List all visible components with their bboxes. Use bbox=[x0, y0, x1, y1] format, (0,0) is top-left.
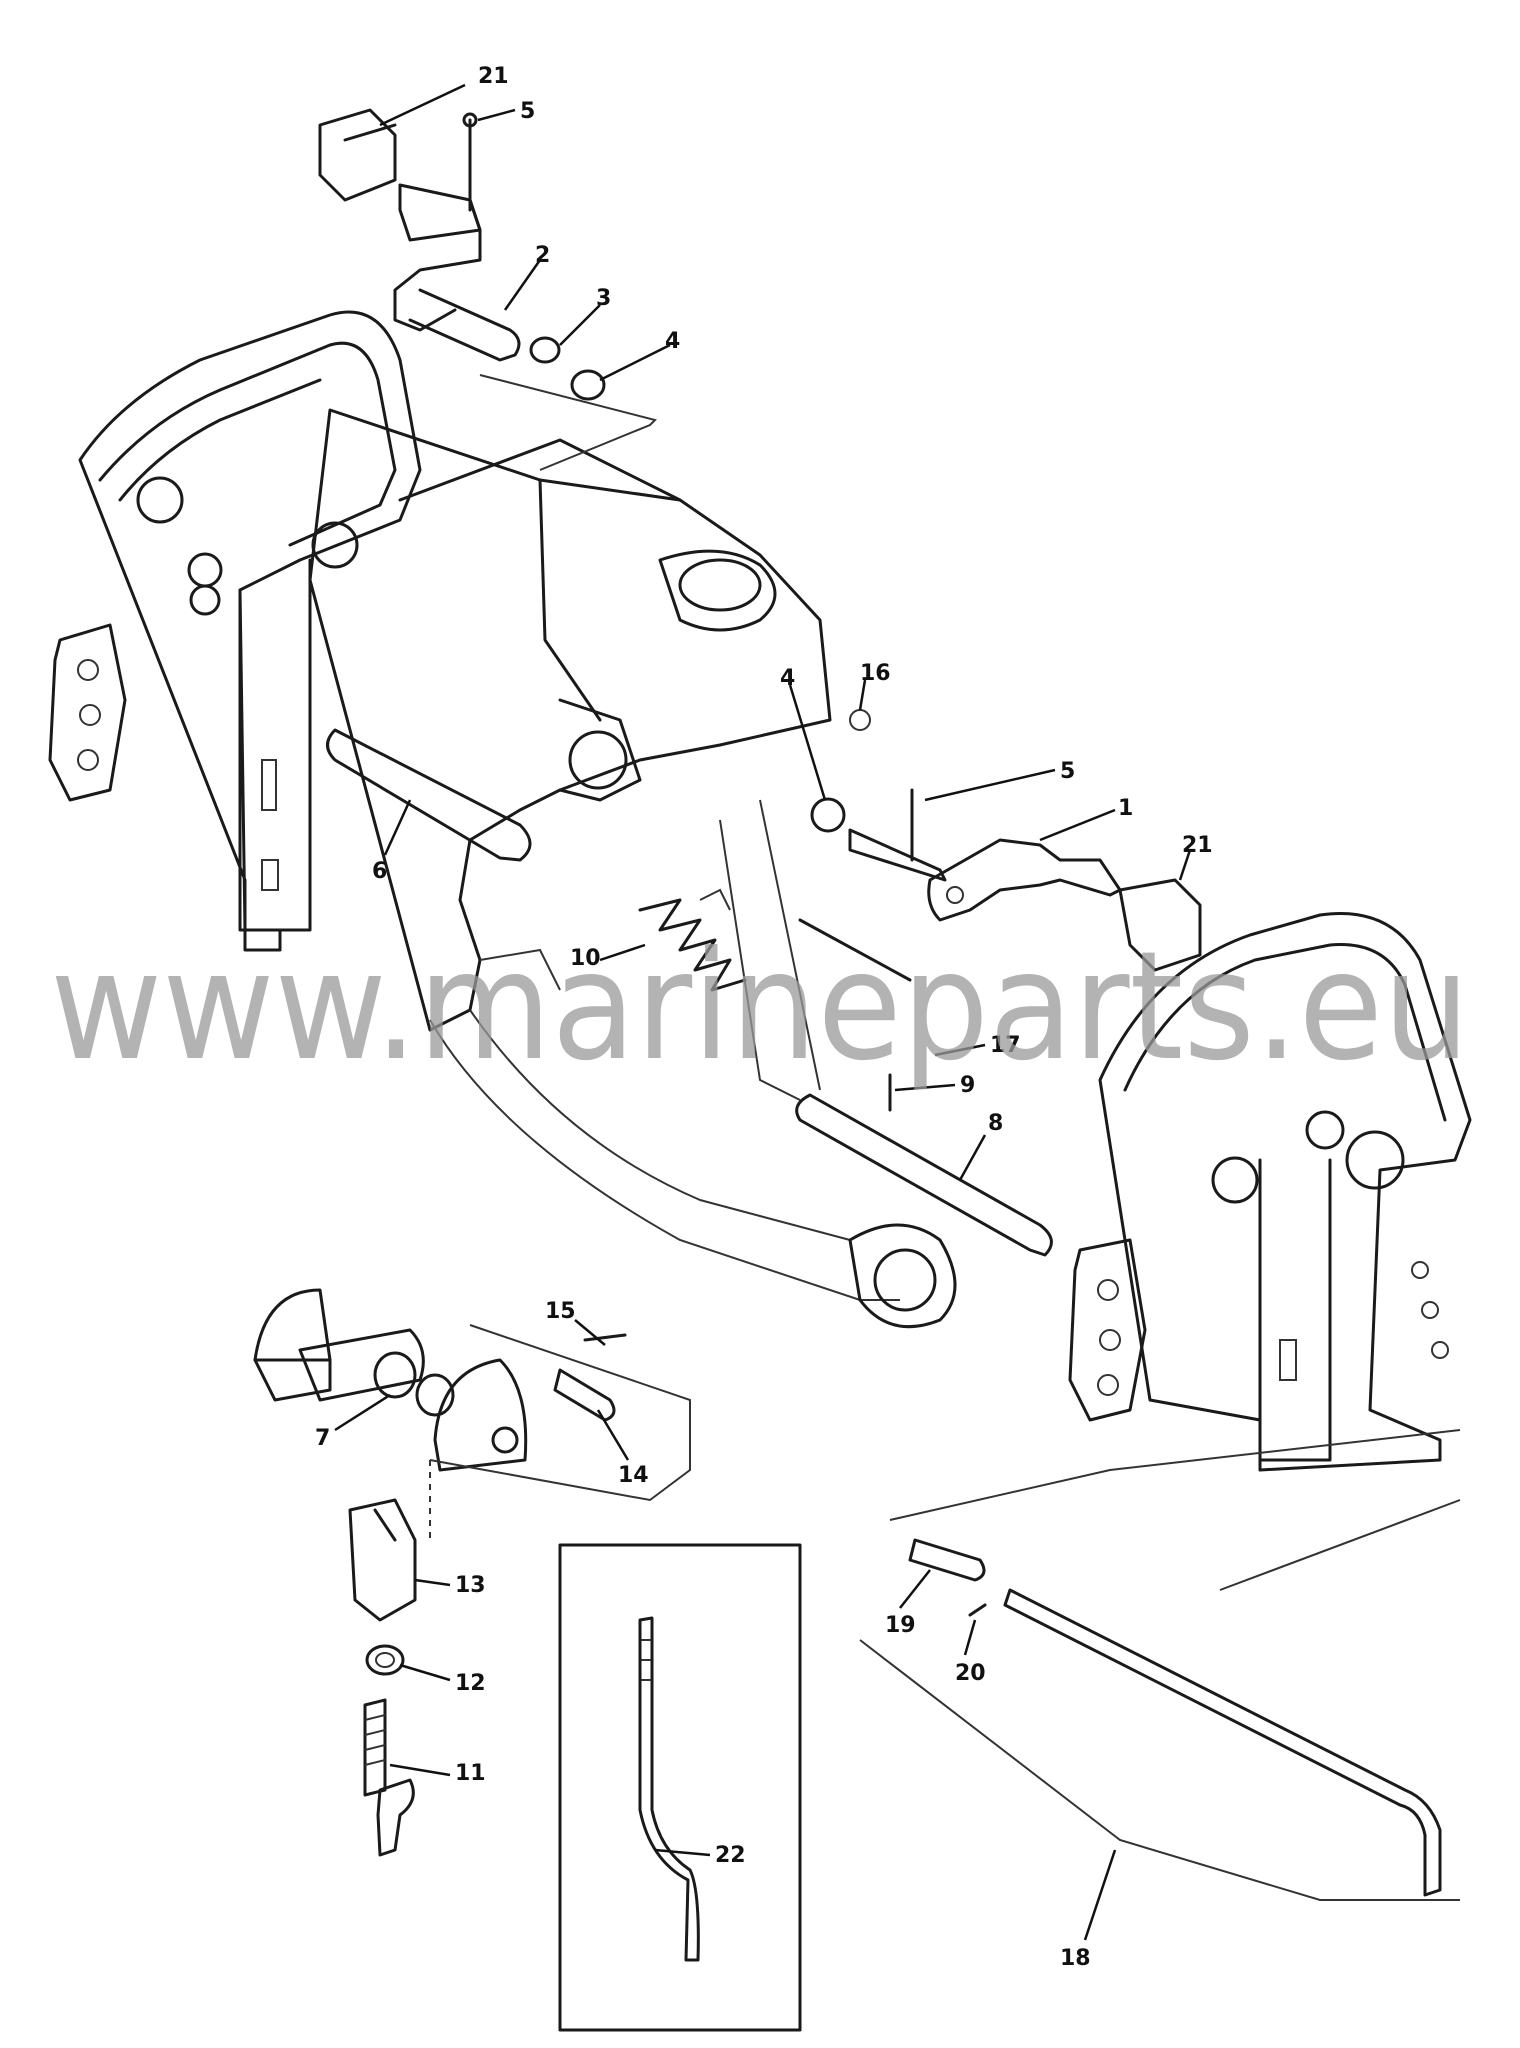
callout-17: 17 bbox=[990, 1033, 1021, 1058]
callout-21-top: 21 bbox=[478, 64, 509, 89]
cam-assembly bbox=[253, 1288, 691, 1540]
callout-14: 14 bbox=[618, 1463, 649, 1488]
callout-10: 10 bbox=[570, 946, 601, 971]
lever-assembly-right bbox=[810, 709, 1202, 972]
callout-20: 20 bbox=[955, 1661, 986, 1686]
callout-21-right: 21 bbox=[1182, 833, 1213, 858]
callout-19: 19 bbox=[885, 1613, 916, 1638]
callout-labels: 21 5 2 3 4 4 16 5 1 21 6 10 17 9 8 15 7 … bbox=[315, 64, 1213, 1971]
callout-13: 13 bbox=[455, 1573, 486, 1598]
callout-leaders bbox=[334, 83, 1192, 1941]
callout-4-right: 4 bbox=[780, 666, 795, 691]
spring-10 bbox=[638, 888, 912, 1112]
callout-9: 9 bbox=[960, 1073, 975, 1098]
callout-4-top: 4 bbox=[665, 329, 680, 354]
callout-3: 3 bbox=[596, 286, 611, 311]
callout-5-right: 5 bbox=[1060, 759, 1075, 784]
callout-11: 11 bbox=[455, 1761, 486, 1786]
callout-15: 15 bbox=[545, 1299, 576, 1324]
left-clamp-bracket bbox=[48, 310, 422, 952]
callout-5-top: 5 bbox=[520, 99, 535, 124]
swivel-bracket bbox=[308, 408, 957, 1329]
lever-assembly-top bbox=[318, 108, 657, 471]
right-clamp-bracket bbox=[1068, 911, 1472, 1472]
callout-1: 1 bbox=[1118, 796, 1133, 821]
pivot-pin-6 bbox=[326, 728, 532, 862]
callout-8: 8 bbox=[988, 1111, 1003, 1136]
lock-stack bbox=[348, 1498, 417, 1857]
callout-2: 2 bbox=[535, 243, 550, 268]
watermark-text: www.marineparts.eu bbox=[50, 920, 1470, 1094]
inset-part-22 bbox=[558, 1543, 802, 2032]
callout-7: 7 bbox=[315, 1426, 330, 1451]
callout-22: 22 bbox=[715, 1843, 746, 1868]
callout-18: 18 bbox=[1060, 1946, 1091, 1971]
callout-6: 6 bbox=[372, 859, 387, 884]
callout-16: 16 bbox=[860, 661, 891, 686]
rod-8 bbox=[795, 1093, 1053, 1257]
tilt-lever-assembly bbox=[859, 1429, 1461, 1901]
callout-12: 12 bbox=[455, 1671, 486, 1696]
